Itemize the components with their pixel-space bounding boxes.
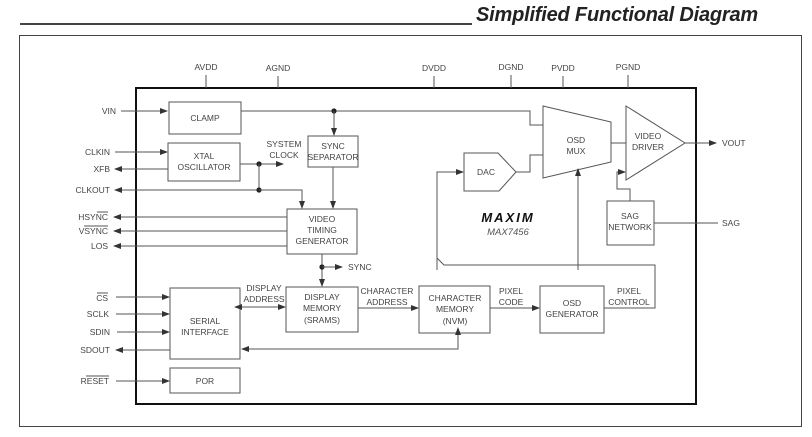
serial-interface-block: SERIAL INTERFACE bbox=[169, 287, 241, 360]
pin-dvdd: DVDD bbox=[422, 63, 446, 73]
pin-avdd: AVDD bbox=[195, 62, 218, 72]
system-clock-label-1: SYSTEM bbox=[267, 139, 302, 149]
pin-sdout: SDOUT bbox=[80, 345, 110, 355]
pin-vsync: VSYNC bbox=[79, 226, 108, 236]
part-number: MAX7456 bbox=[487, 227, 529, 238]
pin-dgnd: DGND bbox=[498, 62, 523, 72]
pin-clkin: CLKIN bbox=[85, 147, 110, 157]
wire-sag-feedback bbox=[616, 169, 631, 201]
pin-reset: RESET bbox=[81, 376, 109, 386]
character-address-label-1: CHARACTER bbox=[361, 286, 414, 296]
osd-gen-label-2: GENERATOR bbox=[545, 309, 598, 319]
maxim-logo: MAXIM bbox=[481, 210, 534, 225]
pixel-code-label-1: PIXEL bbox=[499, 286, 523, 296]
clamp-block: CLAMP bbox=[168, 101, 242, 135]
sync-label: SYNC bbox=[348, 262, 372, 272]
sync-separator-block: SYNC SEPARATOR bbox=[307, 135, 359, 168]
diagram-frame bbox=[19, 35, 802, 427]
sag-network-label-1: SAG bbox=[621, 211, 639, 221]
pin-sdin: SDIN bbox=[90, 327, 110, 337]
character-memory-block: CHARACTER MEMORY (NVM) bbox=[418, 285, 491, 334]
vtg-label-1: VIDEO bbox=[309, 214, 336, 224]
system-clock-label-2: CLOCK bbox=[269, 150, 299, 160]
display-mem-label-1: DISPLAY bbox=[304, 292, 340, 302]
sync-sep-label-1: SYNC bbox=[321, 141, 345, 151]
pin-hsync: HSYNC bbox=[78, 212, 108, 222]
page-title: Simplified Functional Diagram bbox=[476, 4, 759, 26]
por-label: POR bbox=[196, 376, 214, 386]
display-mem-label-3: (SRAMS) bbox=[304, 315, 340, 325]
video-driver-label-2: DRIVER bbox=[632, 142, 664, 152]
display-memory-block: DISPLAY MEMORY (SRAMS) bbox=[285, 286, 359, 333]
dac-block: DAC bbox=[463, 152, 517, 192]
wire-pixel-control bbox=[436, 257, 656, 309]
wire-clock-to-vtg bbox=[259, 189, 305, 209]
display-address-label-2: ADDRESS bbox=[243, 294, 284, 304]
pixel-code-label-2: CODE bbox=[499, 297, 524, 307]
por-block: POR bbox=[169, 367, 241, 394]
header-rule bbox=[20, 23, 472, 25]
video-driver-block: VIDEO DRIVER bbox=[625, 105, 686, 181]
dac-label: DAC bbox=[477, 167, 495, 177]
char-mem-label-2: MEMORY bbox=[436, 304, 474, 314]
wire-clamp-to-mux bbox=[241, 110, 543, 126]
char-mem-label-3: (NVM) bbox=[443, 316, 468, 326]
xtal-label-1: XTAL bbox=[194, 151, 215, 161]
osd-mux-block: OSD MUX bbox=[542, 105, 612, 179]
pin-vout: VOUT bbox=[722, 138, 746, 148]
pixel-control-label-2: CONTROL bbox=[608, 297, 650, 307]
osd-mux-label-2: MUX bbox=[567, 146, 586, 156]
vtg-label-2: TIMING bbox=[307, 225, 337, 235]
video-driver-label-1: VIDEO bbox=[635, 131, 662, 141]
pin-pgnd: PGND bbox=[616, 62, 641, 72]
pin-agnd: AGND bbox=[266, 63, 291, 73]
pixel-control-label-1: PIXEL bbox=[617, 286, 641, 296]
pin-cs: CS bbox=[96, 293, 108, 303]
wire-to-dac bbox=[436, 169, 464, 270]
xtal-label-2: OSCILLATOR bbox=[177, 162, 230, 172]
pin-sclk: SCLK bbox=[87, 309, 110, 319]
pin-vin: VIN bbox=[102, 106, 116, 116]
wire-serial-to-char-mem bbox=[241, 327, 461, 352]
pin-pvdd: PVDD bbox=[551, 63, 575, 73]
wire-dac-to-mux bbox=[516, 154, 543, 173]
sync-sep-label-2: SEPARATOR bbox=[307, 152, 358, 162]
video-timing-generator-block: VIDEO TIMING GENERATOR bbox=[286, 208, 358, 255]
supply-pins: AVDD AGND DVDD DGND PVDD PGND bbox=[195, 62, 641, 88]
serial-label-1: SERIAL bbox=[190, 316, 221, 326]
osd-gen-label-1: OSD bbox=[563, 298, 581, 308]
pin-xfb: XFB bbox=[93, 164, 110, 174]
osd-mux-label-1: OSD bbox=[567, 135, 585, 145]
osd-generator-block: OSD GENERATOR bbox=[539, 285, 605, 334]
vtg-label-3: GENERATOR bbox=[295, 236, 348, 246]
left-pins: VIN CLKIN XFB CLKOUT HSYNC VSYNC LOS CS … bbox=[76, 106, 287, 386]
sag-network-label-2: NETWORK bbox=[608, 222, 652, 232]
serial-label-2: INTERFACE bbox=[181, 327, 229, 337]
pin-sag: SAG bbox=[722, 218, 740, 228]
pin-clkout: CLKOUT bbox=[76, 185, 110, 195]
xtal-oscillator-block: XTAL OSCILLATOR bbox=[167, 142, 241, 182]
clamp-label: CLAMP bbox=[190, 113, 220, 123]
display-mem-label-2: MEMORY bbox=[303, 303, 341, 313]
character-address-label-2: ADDRESS bbox=[366, 297, 407, 307]
char-mem-label-1: CHARACTER bbox=[429, 293, 482, 303]
sag-network-block: SAG NETWORK bbox=[606, 200, 655, 246]
display-address-label-1: DISPLAY bbox=[246, 283, 282, 293]
pin-los: LOS bbox=[91, 241, 108, 251]
